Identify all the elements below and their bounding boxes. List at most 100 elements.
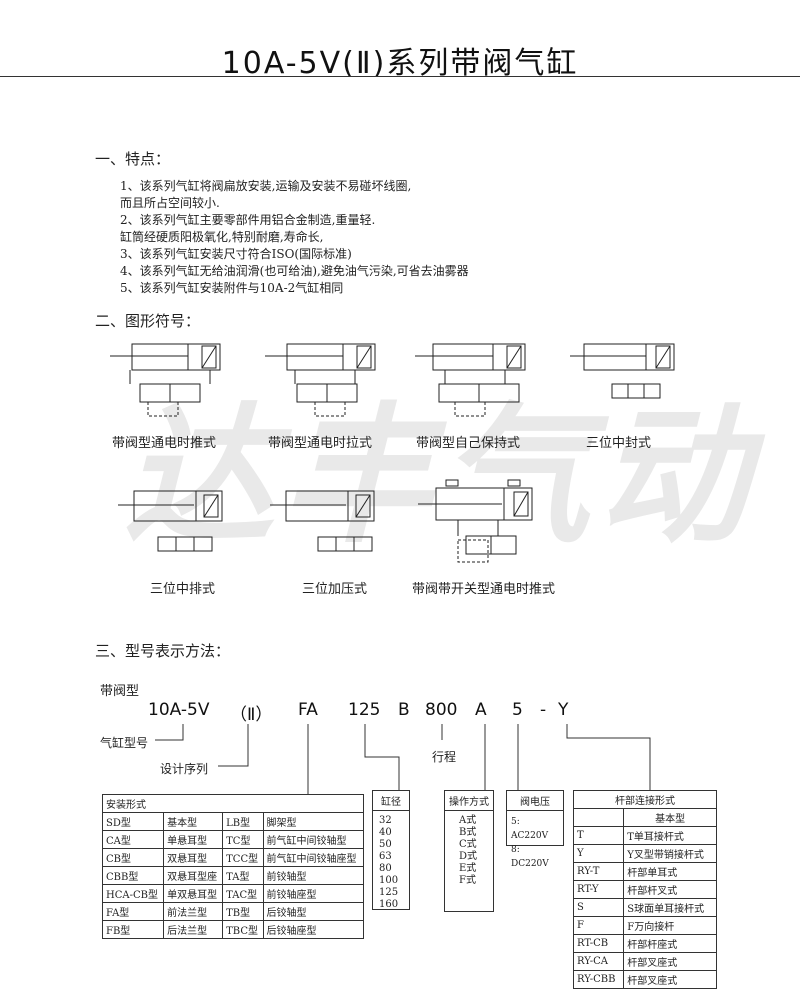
table-cell: FB型 bbox=[101, 920, 165, 939]
table-cell: 后法兰型 bbox=[163, 920, 224, 939]
table-row: CA型 单悬耳型 TC型 前气缸中间铰轴型 bbox=[101, 830, 364, 849]
symbols-heading: 二、图形符号： bbox=[95, 312, 201, 330]
feature-item: 1、该系列气缸将阀扁放安装,运输及安装不易碰坏线圈, bbox=[120, 179, 412, 193]
table-cell: F万向接杆 bbox=[623, 916, 717, 935]
symbol-caption: 三位加压式 bbox=[302, 582, 368, 597]
table-cell: TCC型 bbox=[222, 848, 264, 867]
table-cell: FA型 bbox=[101, 902, 165, 921]
model-prefix: 带阀型 bbox=[100, 684, 140, 699]
label-stroke: 行程 bbox=[432, 750, 457, 764]
bore-value: 40 bbox=[379, 827, 392, 838]
symbol-caption: 三位中封式 bbox=[586, 436, 652, 451]
table-cell: 基本型 bbox=[163, 812, 224, 831]
table-cell: TAC型 bbox=[222, 884, 264, 903]
bore-value: 125 bbox=[379, 887, 399, 898]
model-code-mount: FA bbox=[298, 700, 318, 720]
table-row: FA型 前法兰型 TB型 后铰轴型 bbox=[101, 902, 364, 921]
operation-box: 操作方式 A式 B式 C式 D式 E式 F式 bbox=[444, 790, 494, 912]
table-cell: S bbox=[572, 898, 625, 917]
table-cell: CA型 bbox=[101, 830, 165, 849]
model-code-b: B bbox=[398, 700, 410, 720]
model-code-series: （Ⅱ） bbox=[230, 705, 273, 725]
cylinder-valve-symbol bbox=[415, 343, 526, 417]
table-cell: F bbox=[572, 916, 625, 935]
table-cell: 脚架型 bbox=[262, 812, 364, 831]
feature-item: 3、该系列气缸安装尺寸符合ISO(国际标准) bbox=[120, 247, 352, 261]
symbol-caption: 三位中排式 bbox=[150, 582, 216, 597]
table-cell: 双悬耳型座 bbox=[163, 866, 224, 885]
symbol-caption: 带阀型自己保持式 bbox=[416, 436, 521, 451]
table-cell: 前气缸中间铰轴座型 bbox=[262, 848, 364, 867]
table-cell: 单双悬耳型 bbox=[163, 884, 224, 903]
table-cell: T单耳接杆式 bbox=[623, 826, 717, 845]
bore-value: 160 bbox=[379, 899, 399, 910]
cylinder-valve-symbol bbox=[270, 490, 375, 552]
table-cell: T bbox=[572, 826, 625, 845]
table-cell: 前气缸中间铰轴型 bbox=[262, 830, 364, 849]
feature-item: 5、该系列气缸安装附件与10A-2气缸相同 bbox=[120, 281, 344, 295]
table-cell: 杆部叉座式 bbox=[623, 970, 717, 989]
features-heading: 一、特点： bbox=[95, 150, 171, 168]
label-cylinder-model: 气缸型号 bbox=[100, 736, 149, 750]
table-cell: Y bbox=[572, 844, 625, 863]
table-cell: 后铰轴型 bbox=[262, 902, 364, 921]
bore-box: 缸径 32 40 50 63 80 100 125 160 bbox=[372, 790, 410, 910]
bore-header: 缸径 bbox=[373, 791, 409, 811]
voltage-box: 阀电压 5: AC220V 8: DC220V bbox=[506, 790, 564, 869]
cylinder-valve-symbol bbox=[570, 343, 675, 399]
symbol-caption: 带阀带开关型通电时推式 bbox=[412, 582, 556, 597]
table-cell: SD型 bbox=[101, 812, 165, 831]
bore-value: 63 bbox=[379, 851, 392, 862]
table-cell: RY-CBB bbox=[572, 970, 625, 989]
operation-value: B式 bbox=[459, 827, 477, 838]
table-cell: Y叉型带销接杆式 bbox=[623, 844, 717, 863]
bore-value: 80 bbox=[379, 863, 392, 874]
bore-value: 32 bbox=[379, 815, 392, 826]
operation-value: A式 bbox=[459, 815, 477, 826]
table-row: CBB型 双悬耳型座 TA型 前铰轴型 bbox=[101, 866, 364, 885]
table-cell: CBB型 bbox=[101, 866, 165, 885]
voltage-value: 8: DC220V bbox=[511, 845, 549, 869]
table-cell: 前铰轴型 bbox=[262, 866, 364, 885]
table-row: CB型 双悬耳型 TCC型 前气缸中间铰轴座型 bbox=[101, 848, 364, 867]
model-code-dash: - bbox=[540, 700, 547, 720]
table-row: SD型 基本型 LB型 脚架型 bbox=[101, 812, 364, 831]
operation-value: C式 bbox=[459, 839, 477, 850]
table-cell: RY-T bbox=[572, 862, 625, 881]
feature-item: 而且所占空间较小. bbox=[120, 196, 220, 210]
bore-value: 100 bbox=[379, 875, 399, 886]
model-code-rod: Y bbox=[558, 700, 569, 720]
table-cell: TC型 bbox=[222, 830, 264, 849]
table-cell: 杆部杆叉式 bbox=[623, 880, 717, 899]
mount-type-table: 安装形式 SD型 基本型 LB型 脚架型 CA型 单悬耳型 TC型 前气缸中间铰… bbox=[101, 794, 364, 939]
page-title: 10A-5V(Ⅱ)系列带阀气缸 bbox=[221, 46, 579, 81]
table-cell: 双悬耳型 bbox=[163, 848, 224, 867]
model-code-voltage: 5 bbox=[512, 700, 523, 720]
table-cell: S球面单耳接杆式 bbox=[623, 898, 717, 917]
model-code-bore: 125 bbox=[348, 700, 381, 720]
symbol-caption: 带阀型通电时拉式 bbox=[268, 436, 373, 451]
table-cell: RT-Y bbox=[572, 880, 625, 899]
table-cell: 杆部杆座式 bbox=[623, 934, 717, 953]
operation-header: 操作方式 bbox=[445, 791, 493, 811]
voltage-value: 5: AC220V bbox=[511, 817, 549, 841]
operation-value: E式 bbox=[459, 863, 477, 874]
cylinder-valve-switch-symbol bbox=[418, 479, 533, 563]
model-code-operation: A bbox=[475, 700, 487, 720]
table-cell: HCA-CB型 bbox=[101, 884, 165, 903]
cylinder-valve-symbol bbox=[110, 343, 221, 417]
cylinder-valve-symbol bbox=[265, 343, 376, 417]
rod-table-header: 杆部连接形式 bbox=[573, 790, 717, 809]
feature-item: 2、该系列气缸主要零部件用铝合金制造,重量轻. bbox=[120, 213, 376, 227]
table-cell bbox=[572, 808, 625, 827]
cylinder-valve-symbol bbox=[118, 490, 223, 552]
table-row: 基本型 bbox=[572, 808, 717, 827]
symbol-caption: 带阀型通电时推式 bbox=[112, 436, 217, 451]
table-cell: TB型 bbox=[222, 902, 264, 921]
